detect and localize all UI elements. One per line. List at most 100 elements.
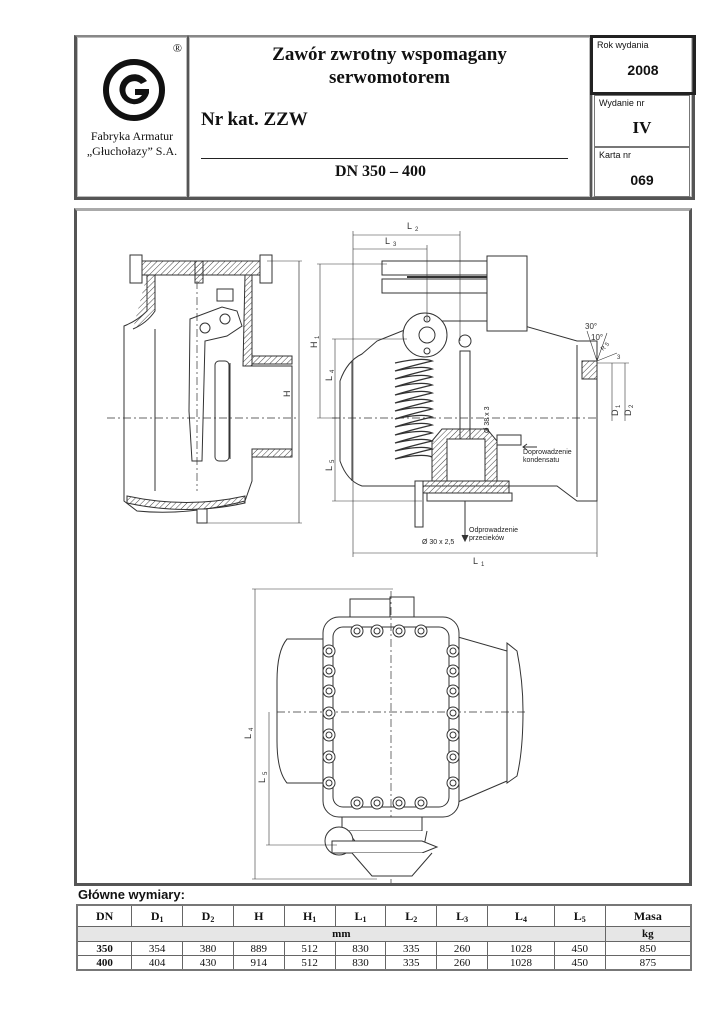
bevel-label: 3 xyxy=(617,355,621,361)
column-header-sub: 3 xyxy=(464,914,469,924)
top-view xyxy=(252,588,527,883)
bolt-hole xyxy=(373,799,381,807)
sheet-box: Karta nr 069 xyxy=(594,147,690,197)
table-caption: Główne wymiary: xyxy=(78,887,185,902)
cell-dn: 350 xyxy=(76,941,133,956)
column-header-main: L xyxy=(514,908,523,923)
bolt-icon xyxy=(446,664,460,678)
bolt-icon xyxy=(446,684,460,698)
cell-masa: 875 xyxy=(604,955,692,971)
leak-label-1: Odprowadzenie xyxy=(469,527,518,534)
column-header-sub: 1 xyxy=(362,914,367,924)
column-header-main: L xyxy=(354,908,363,923)
dim-label-h: H xyxy=(282,391,292,398)
header-title-cell: Zawór zwrotny wspomagany serwomotorem Nr… xyxy=(188,35,591,200)
column-header: H1 xyxy=(283,904,336,927)
column-header-main: L xyxy=(405,908,414,923)
company-g-logo-icon xyxy=(103,59,165,121)
column-header: Masa xyxy=(604,904,692,927)
cell-l3: 260 xyxy=(436,941,489,956)
cell-masa: 850 xyxy=(604,941,692,956)
dim-label-l4-sub: 4 xyxy=(330,369,336,373)
units-kg: kg xyxy=(604,926,692,942)
cell-l2: 335 xyxy=(385,955,438,971)
year-value: 2008 xyxy=(627,62,659,78)
dim-label-l4-top-sub: 4 xyxy=(249,727,255,731)
company-name: Fabryka Armatur „Głuchołazy” S.A. xyxy=(77,129,187,159)
bolt-icon xyxy=(446,776,460,790)
dim-label-l2: L xyxy=(407,221,412,231)
pipe-diam-top-label: Ø 38 x 3 xyxy=(484,406,491,433)
title-line-2: serwomotorem xyxy=(329,67,450,88)
valve-drawing-svg: H xyxy=(107,221,635,883)
column-header-sub: 2 xyxy=(413,914,418,924)
cover-bolts xyxy=(322,624,460,810)
title-divider xyxy=(201,158,568,159)
bolt-hole xyxy=(325,687,333,695)
column-header-sub: 4 xyxy=(522,914,527,924)
year-box: Rok wydania 2008 xyxy=(590,35,696,95)
dim-label-l5: L xyxy=(324,466,334,471)
company-line-2: „Głuchołazy” S.A. xyxy=(86,144,178,158)
leak-label-2: przecieków xyxy=(469,535,505,542)
sheet-value: 069 xyxy=(630,172,654,188)
bolt-hole xyxy=(353,799,361,807)
bolt-icon xyxy=(370,624,384,638)
column-header: L1 xyxy=(334,904,387,927)
cell-l1: 830 xyxy=(334,941,387,956)
bolt-hole xyxy=(449,709,457,717)
dim-label-l5-sub: 5 xyxy=(330,459,336,463)
column-header: H xyxy=(232,904,285,927)
catalog-number: Nr kat. ZZW xyxy=(201,109,308,130)
column-header: D2 xyxy=(182,904,234,927)
column-header-main: DN xyxy=(95,908,114,923)
column-header-sub: 2 xyxy=(210,914,215,924)
bolt-icon xyxy=(350,796,364,810)
dim-label-l5-top-sub: 5 xyxy=(263,771,269,775)
column-header-main: L xyxy=(456,908,465,923)
cell-d1: 354 xyxy=(131,941,184,956)
bolt-icon xyxy=(370,796,384,810)
dim-label-h1: H xyxy=(309,342,319,349)
bolt-hole xyxy=(449,647,457,655)
bolt-icon xyxy=(322,750,336,764)
cell-h: 889 xyxy=(232,941,285,956)
bolt-icon xyxy=(392,796,406,810)
bolt-icon xyxy=(322,728,336,742)
table-units-row: mm kg xyxy=(76,926,692,942)
main-side-view xyxy=(317,231,629,557)
angle-10-label: 10° xyxy=(591,333,603,342)
column-header: L2 xyxy=(385,904,438,927)
bolt-hole xyxy=(449,753,457,761)
bolt-hole xyxy=(325,779,333,787)
dim-label-l1: L xyxy=(473,556,478,566)
cell-h1: 512 xyxy=(283,955,336,971)
cell-l5: 450 xyxy=(553,955,606,971)
technical-drawing: H xyxy=(74,208,692,886)
pipe-diam-bottom-label: Ø 30 x 2,5 xyxy=(422,539,454,546)
bolt-hole xyxy=(449,687,457,695)
cell-l4: 1028 xyxy=(487,941,555,956)
edition-box: Wydanie nr IV xyxy=(594,95,690,147)
bolt-hole xyxy=(325,731,333,739)
document-title: Zawór zwrotny wspomagany serwomotorem xyxy=(189,43,590,89)
cell-d2: 380 xyxy=(182,941,234,956)
column-header: DN xyxy=(76,904,133,927)
cell-h: 914 xyxy=(232,955,285,971)
condensate-label-2: kondensatu xyxy=(523,457,559,464)
dim-label-h1-sub: 1 xyxy=(315,335,321,339)
dim-label-l3: L xyxy=(385,236,390,246)
cell-l1: 830 xyxy=(334,955,387,971)
registered-mark: ® xyxy=(172,41,182,55)
bolt-icon xyxy=(392,624,406,638)
bolt-icon xyxy=(414,624,428,638)
company-line-1: Fabryka Armatur xyxy=(90,129,174,143)
dim-label-l1-sub: 1 xyxy=(481,562,485,568)
dim-label-d2: D xyxy=(623,409,633,416)
bolt-icon xyxy=(446,750,460,764)
bolt-hole xyxy=(417,627,425,635)
